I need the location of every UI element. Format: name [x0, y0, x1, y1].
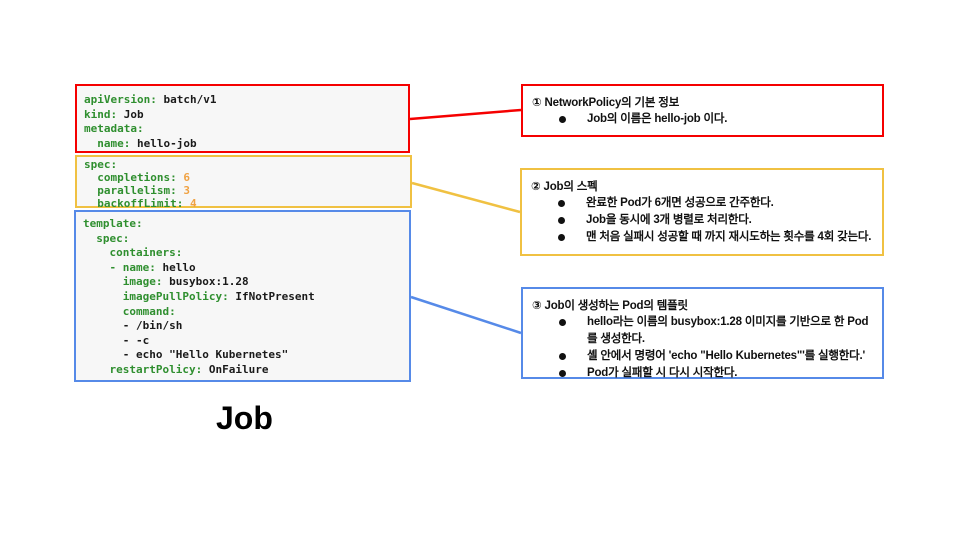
yaml-key: template:	[83, 217, 143, 230]
connector-spec-line	[411, 181, 521, 214]
yaml-key: - name:	[83, 260, 156, 274]
note-bullet-text: 맨 처음 실패시 성공할 때 까지 재시도하는 횟수를 4회 갖는다.	[586, 231, 872, 243]
slide-title: Job	[216, 400, 273, 436]
yaml-key: restartPolicy:	[83, 362, 203, 376]
yaml-key: parallelism:	[84, 184, 177, 197]
yaml-line: - /bin/sh	[83, 319, 403, 334]
yaml-value: - /bin/sh	[83, 319, 183, 333]
yaml-number: 4	[183, 197, 197, 210]
yaml-value: busybox:1.28	[162, 275, 249, 289]
yaml-line: containers:	[83, 246, 403, 261]
note-bullet-list: 완료한 Pod가 6개면 성공으로 간주한다. Job을 동시에 3개 병렬로 처…	[522, 195, 882, 246]
yaml-line: parallelism: 3	[84, 184, 404, 197]
yaml-line: name: hello-job	[84, 137, 402, 152]
yaml-value: batch/v1	[156, 93, 217, 106]
note-bullet-text: 셸 안에서 명령어 'echo "Hello Kubernetes"'를 실행한…	[587, 350, 866, 362]
note-bullet-text: hello라는 이름의 busybox:1.28 이미지를 기반으로 한 Pod…	[587, 316, 869, 345]
yaml-key: kind:	[84, 107, 118, 121]
yaml-line: backoffLimit: 4	[84, 197, 404, 210]
bullet-icon	[557, 348, 587, 365]
note-bullet: 맨 처음 실패시 성공할 때 까지 재시도하는 횟수를 4회 갖는다.	[522, 229, 882, 246]
bullet-icon	[557, 111, 587, 128]
connector-metadata-line	[409, 108, 522, 121]
note-heading: ① NetworkPolicy의 기본 정보	[532, 97, 680, 109]
yaml-box-template: template: spec: containers: - name: hell…	[74, 210, 411, 382]
yaml-key: command:	[83, 304, 176, 318]
yaml-value: hello-job	[130, 136, 197, 150]
note-bullet: Job의 이름은 hello-job 이다.	[523, 111, 882, 128]
yaml-key: image:	[83, 275, 163, 289]
bullet-icon	[557, 365, 587, 382]
yaml-key: containers:	[83, 246, 183, 260]
yaml-key: completions:	[84, 171, 177, 184]
yaml-line: completions: 6	[84, 171, 404, 184]
note-box-metadata: ① NetworkPolicy의 기본 정보 Job의 이름은 hello-jo…	[521, 84, 884, 137]
yaml-key: apiVersion:	[84, 93, 157, 106]
bullet-icon	[556, 195, 586, 212]
note-bullet: 완료한 Pod가 6개면 성공으로 간주한다.	[522, 195, 882, 212]
note-box-spec: ② Job의 스펙 완료한 Pod가 6개면 성공으로 간주한다. Job을 동시…	[520, 168, 884, 256]
yaml-line: kind: Job	[84, 108, 402, 123]
yaml-box-spec: spec: completions: 6 parallelism: 3 back…	[75, 155, 412, 210]
yaml-line: image: busybox:1.28	[83, 275, 403, 290]
bullet-icon	[556, 212, 586, 229]
note-bullet-text: Job의 이름은 hello-job 이다.	[587, 113, 728, 125]
note-heading: ③ Job이 생성하는 Pod의 템플릿	[532, 300, 688, 312]
note-heading: ② Job의 스펙	[531, 181, 598, 193]
note-bullet-text: Job을 동시에 3개 병렬로 처리한다.	[586, 214, 752, 226]
yaml-line: - name: hello	[83, 261, 403, 276]
yaml-value: IfNotPresent	[228, 289, 315, 303]
yaml-line: - -c	[83, 334, 403, 349]
yaml-key: imagePullPolicy:	[83, 289, 229, 303]
note-bullet-list: Job의 이름은 hello-job 이다.	[523, 111, 882, 128]
note-bullet-text: 완료한 Pod가 6개면 성공으로 간주한다.	[586, 197, 774, 209]
yaml-value: - echo "Hello Kubernetes"	[83, 348, 289, 362]
yaml-line: imagePullPolicy: IfNotPresent	[83, 290, 403, 305]
yaml-key: spec:	[83, 231, 130, 245]
yaml-number: 3	[176, 184, 190, 197]
yaml-value: - -c	[83, 333, 150, 347]
note-bullet-text: Pod가 실패할 시 다시 시작한다.	[587, 367, 738, 379]
yaml-line: command:	[83, 305, 403, 320]
yaml-line: restartPolicy: OnFailure	[83, 363, 403, 378]
yaml-line: apiVersion: batch/v1	[84, 93, 402, 108]
yaml-value: OnFailure	[202, 362, 269, 376]
note-box-template: ③ Job이 생성하는 Pod의 템플릿 hello라는 이름의 busybox…	[521, 287, 884, 379]
connector-template-line	[410, 295, 522, 335]
yaml-value: hello	[155, 260, 196, 274]
yaml-key: metadata:	[84, 122, 144, 135]
yaml-line: metadata:	[84, 122, 402, 137]
yaml-number: 6	[176, 171, 190, 184]
yaml-line: spec:	[83, 232, 403, 247]
note-bullet: Job을 동시에 3개 병렬로 처리한다.	[522, 212, 882, 229]
note-bullet: hello라는 이름의 busybox:1.28 이미지를 기반으로 한 Pod…	[523, 314, 882, 348]
yaml-key: spec:	[84, 158, 118, 171]
yaml-line: template:	[83, 217, 403, 232]
note-bullet-list: hello라는 이름의 busybox:1.28 이미지를 기반으로 한 Pod…	[523, 314, 882, 382]
yaml-value: Job	[117, 107, 144, 121]
yaml-key: name:	[84, 136, 131, 150]
yaml-key: backoffLimit:	[84, 197, 184, 210]
bullet-icon	[557, 314, 587, 331]
note-bullet: Pod가 실패할 시 다시 시작한다.	[523, 365, 882, 382]
yaml-line: spec:	[84, 158, 404, 171]
bullet-icon	[556, 229, 586, 246]
yaml-line: - echo "Hello Kubernetes"	[83, 348, 403, 363]
note-bullet: 셸 안에서 명령어 'echo "Hello Kubernetes"'를 실행한…	[523, 348, 882, 365]
